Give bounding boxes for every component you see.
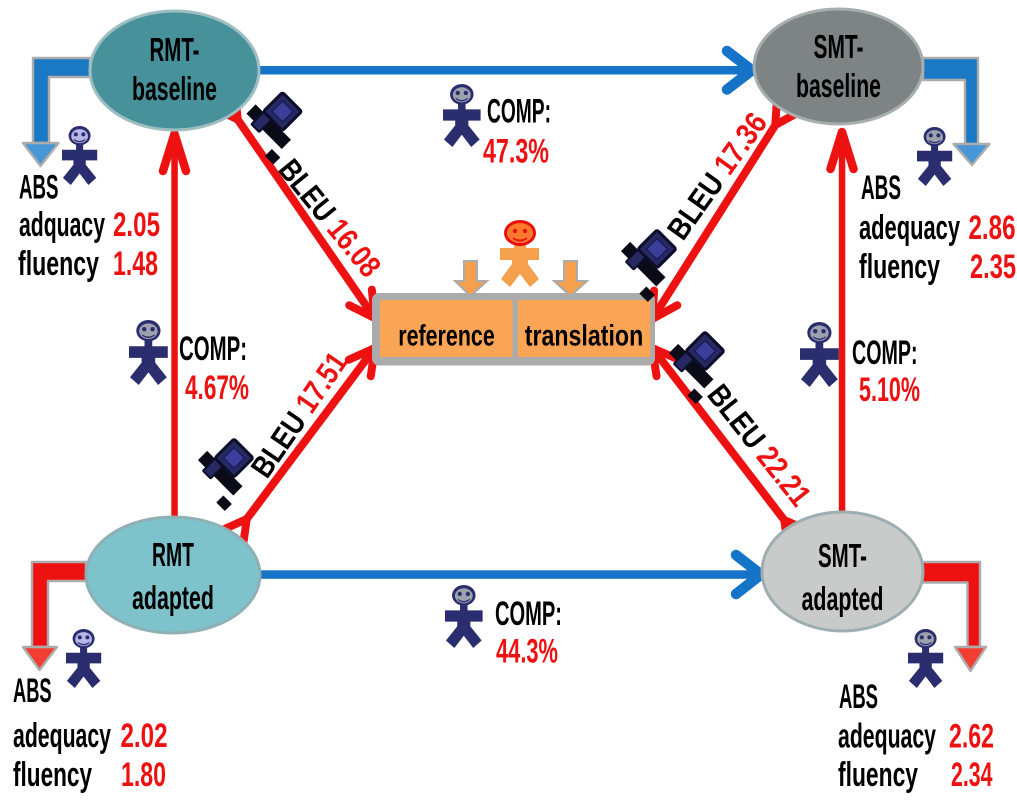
svg-text:COMP:: COMP: — [495, 595, 562, 633]
svg-text:baseline: baseline — [796, 67, 881, 104]
svg-text:adequacy: adequacy — [859, 209, 960, 247]
svg-text:1.80: 1.80 — [121, 756, 166, 794]
svg-text:2.35: 2.35 — [970, 248, 1016, 286]
svg-text:reference: reference — [398, 320, 495, 353]
svg-text:translation: translation — [525, 320, 644, 353]
svg-text:adquacy: adquacy — [19, 206, 105, 244]
svg-text:ABS: ABS — [839, 678, 878, 716]
svg-text:fluency: fluency — [838, 756, 918, 794]
svg-text:ABS: ABS — [19, 169, 59, 207]
svg-text:2.86: 2.86 — [969, 209, 1016, 247]
svg-text:1.48: 1.48 — [113, 245, 158, 283]
svg-text:COMP:: COMP: — [179, 330, 247, 368]
svg-text:47.3%: 47.3% — [483, 133, 549, 171]
svg-text:fluency: fluency — [13, 756, 92, 794]
svg-text:COMP:: COMP: — [852, 334, 918, 372]
svg-text:fluency: fluency — [859, 248, 940, 286]
svg-text:BLEU 17.51: BLEU 17.51 — [244, 345, 354, 483]
svg-text:SMT-: SMT- — [814, 28, 864, 65]
svg-text:adapted: adapted — [802, 580, 884, 617]
svg-text:SMT-: SMT- — [818, 537, 867, 574]
svg-text:BLEU 17.36: BLEU 17.36 — [660, 106, 774, 246]
svg-text:2.62: 2.62 — [949, 718, 994, 756]
svg-text:5.10%: 5.10% — [859, 371, 920, 409]
svg-text:BLEU 16.08: BLEU 16.08 — [272, 152, 388, 283]
svg-text:COMP:: COMP: — [487, 93, 551, 131]
svg-text:baseline: baseline — [132, 70, 217, 107]
svg-text:2.05: 2.05 — [113, 206, 160, 244]
svg-text:2.34: 2.34 — [951, 756, 993, 794]
svg-text:fluency: fluency — [18, 245, 99, 283]
svg-text:adequacy: adequacy — [13, 717, 111, 755]
svg-text:ABS: ABS — [13, 672, 52, 710]
svg-text:44.3%: 44.3% — [496, 633, 558, 671]
svg-text:RMT: RMT — [152, 536, 194, 573]
svg-text:adapted: adapted — [132, 579, 214, 616]
svg-text:4.67%: 4.67% — [185, 369, 249, 407]
svg-text:RMT-: RMT- — [150, 31, 200, 68]
svg-text:adequacy: adequacy — [838, 718, 936, 756]
svg-text:2.02: 2.02 — [121, 717, 168, 755]
svg-text:ABS: ABS — [861, 169, 901, 207]
